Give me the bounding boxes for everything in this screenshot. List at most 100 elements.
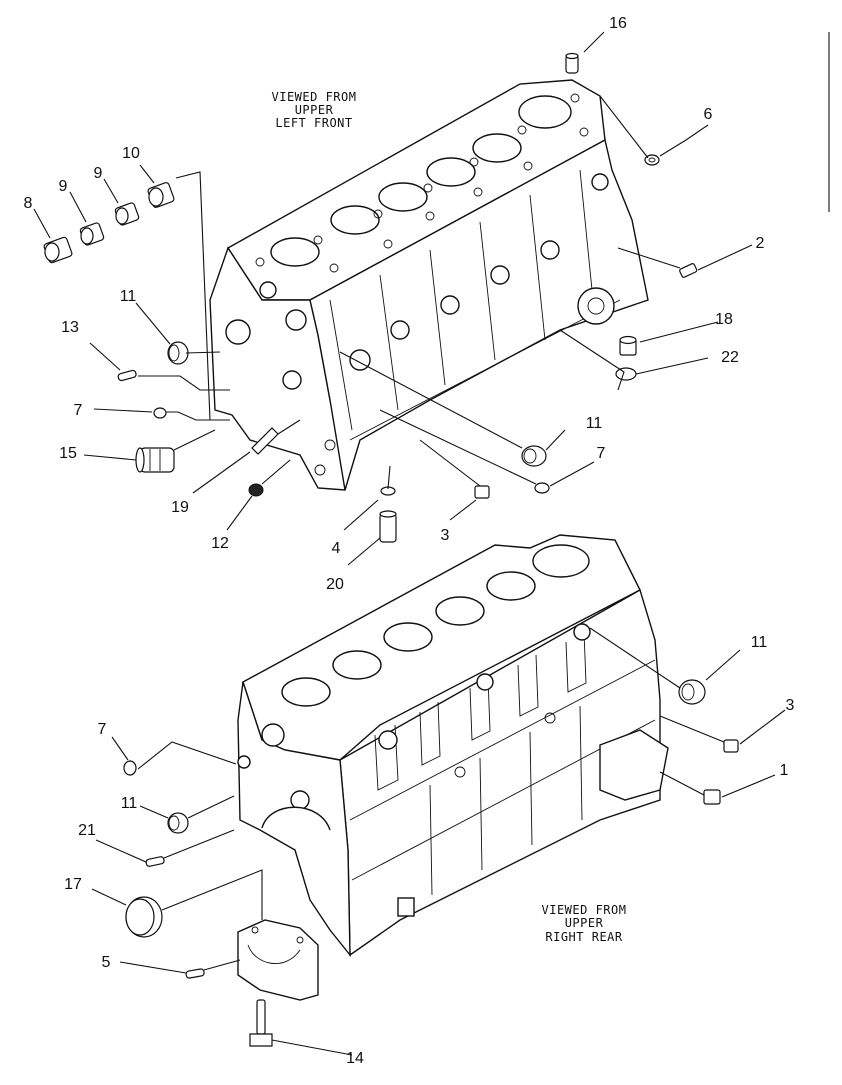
part-9-bushing-b (79, 222, 105, 246)
view-caption-upper-right-rear: VIEWED FROM UPPER RIGHT REAR (542, 903, 627, 944)
lower-bore-5 (486, 571, 536, 601)
lower-bore-1 (281, 677, 331, 707)
part-16-dowel (565, 52, 579, 74)
callout-2: 2 (756, 235, 765, 252)
main-bearing-cap (237, 919, 319, 1001)
lower-rear-hole (573, 623, 591, 641)
part-11-plug-lower-b (167, 812, 189, 834)
upper-side-port-2 (390, 320, 410, 340)
part-11-plug-upper-a (167, 341, 189, 365)
view-lower-line-2: UPPER (565, 916, 604, 930)
callout-14: 14 (346, 1050, 364, 1067)
bore-4 (426, 157, 476, 187)
lower-bore-6 (532, 544, 590, 578)
part-3-plug-lower (723, 739, 739, 753)
callout-8: 8 (24, 195, 33, 212)
callout-3-lower: 3 (786, 697, 795, 714)
lower-front-hole-1 (261, 723, 285, 747)
callout-9a: 9 (94, 165, 103, 182)
callout-18: 18 (715, 311, 733, 328)
lower-cylinder-block (237, 534, 669, 958)
callout-15: 15 (59, 445, 77, 462)
part-10-bushing (147, 182, 175, 208)
callout-11-lower-b: 11 (121, 795, 138, 812)
upper-side-port-1 (349, 349, 371, 371)
lower-crank-bore (261, 806, 331, 831)
bore-3 (378, 182, 428, 212)
lower-rear-bracket (599, 729, 669, 801)
lower-bore-2 (332, 650, 382, 680)
part-18-plug (619, 335, 637, 356)
part-11-plug-lower-a (678, 679, 706, 705)
callout-6: 6 (704, 106, 713, 123)
part-22-o-ring (615, 367, 637, 381)
front-face-hole-4 (259, 281, 277, 299)
part-17-cap (125, 896, 163, 938)
callout-labels: 16 6 2 18 22 10 9 9 8 11 13 7 15 19 12 4… (24, 15, 795, 1067)
callout-21: 21 (78, 822, 96, 839)
callout-7-lower: 7 (98, 721, 107, 738)
part-1-plug-lower (703, 789, 721, 805)
lower-side-hole-2 (378, 730, 398, 750)
callout-12: 12 (211, 535, 229, 552)
view-upper-line-3: LEFT FRONT (275, 116, 352, 130)
upper-side-port-5 (540, 240, 560, 260)
callout-11-upper-a: 11 (120, 288, 137, 305)
callout-1: 1 (780, 762, 789, 779)
part-20-sleeve (379, 510, 397, 543)
part-7-plug-lower (123, 760, 137, 776)
view-lower-line-1: VIEWED FROM (542, 903, 627, 917)
view-upper-line-2: UPPER (295, 103, 334, 117)
callout-11-lower-a: 11 (751, 634, 768, 651)
upper-rear-boss (577, 287, 615, 325)
part-7-plug-upper-a (153, 407, 167, 419)
part-15-cap (135, 447, 175, 473)
callout-7-upper-b: 7 (597, 445, 606, 462)
part-6-plug (644, 154, 660, 166)
bore-6 (518, 95, 572, 129)
front-face-hole-3 (282, 370, 302, 390)
front-face-hole-1 (225, 319, 251, 345)
callout-9b: 9 (59, 178, 68, 195)
upper-side-port-3 (440, 295, 460, 315)
part-2-screw-plug (679, 263, 698, 278)
callout-22: 22 (721, 349, 739, 366)
callout-13: 13 (61, 319, 79, 336)
callout-19: 19 (171, 499, 189, 516)
view-upper-line-1: VIEWED FROM (272, 90, 357, 104)
bore-1 (270, 237, 320, 267)
lower-front-hole-2 (237, 755, 251, 769)
lower-side-boss (397, 897, 415, 917)
callout-16: 16 (609, 15, 627, 32)
upper-cylinder-block (209, 79, 649, 491)
callout-11-upper-b: 11 (586, 415, 603, 432)
callout-10: 10 (122, 145, 140, 162)
part-13-pin (117, 369, 137, 382)
part-9-bushing-a (114, 202, 140, 226)
lower-bore-3 (383, 622, 433, 652)
upper-side-port-4 (490, 265, 510, 285)
part-5-pin (185, 968, 205, 979)
view-lower-line-3: RIGHT REAR (545, 930, 623, 944)
callout-17: 17 (64, 876, 82, 893)
callout-20: 20 (326, 576, 344, 593)
callout-4: 4 (332, 540, 341, 557)
callout-3-upper: 3 (441, 527, 450, 544)
part-21-pin (145, 856, 165, 867)
lower-bore-4 (435, 596, 485, 626)
part-11-plug-upper-b (521, 445, 547, 467)
upper-rear-plug-hole (591, 173, 609, 191)
bore-5 (472, 133, 522, 163)
callout-7-upper-a: 7 (74, 402, 83, 419)
callout-5: 5 (102, 954, 111, 971)
part-8-bushing (43, 236, 73, 264)
part-3-plug-upper (474, 485, 490, 499)
part-12-nut (248, 483, 264, 497)
view-caption-upper-left-front: VIEWED FROM UPPER LEFT FRONT (272, 90, 357, 130)
leader-lines (33, 31, 786, 1056)
front-face-hole-2 (285, 309, 307, 331)
lower-side-hole-1 (476, 673, 494, 691)
part-14-bolt (249, 999, 273, 1047)
bore-2 (330, 205, 380, 235)
